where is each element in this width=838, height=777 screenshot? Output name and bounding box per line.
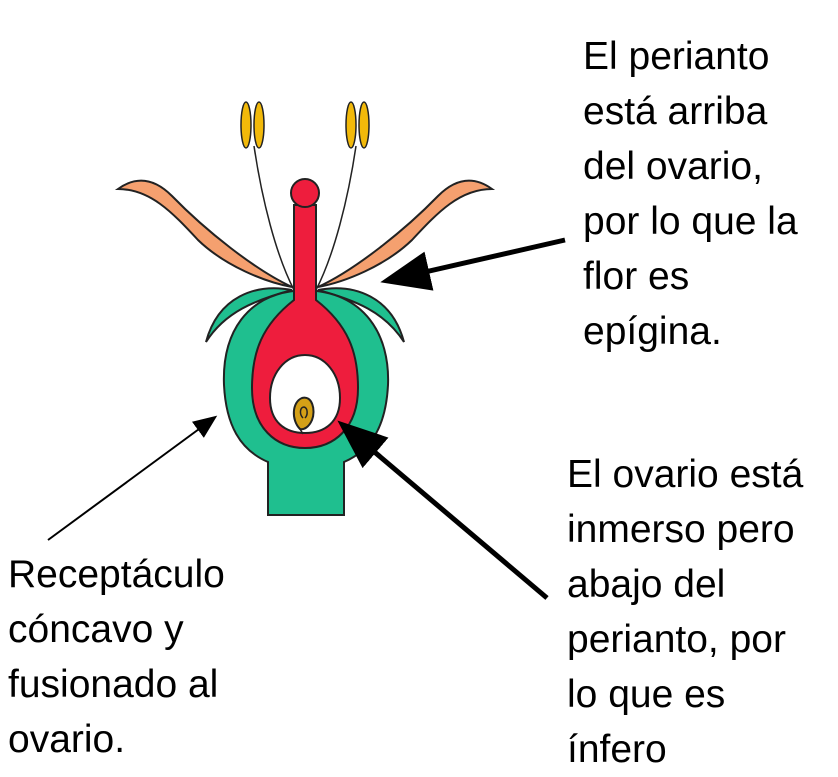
anther-left-b xyxy=(253,101,265,149)
label-line: fusionado al xyxy=(8,663,219,706)
anther-right-b xyxy=(358,101,370,149)
sepal-right xyxy=(317,287,405,343)
label-line: Receptáculo xyxy=(8,553,225,596)
sepal-left xyxy=(205,287,293,343)
label-line: ínfero xyxy=(567,728,667,771)
label-line: flor es xyxy=(583,255,690,298)
label-line: ovario. xyxy=(8,718,126,761)
label-line: por lo que la xyxy=(583,200,798,243)
label-line: abajo del xyxy=(567,563,726,606)
stigma xyxy=(290,178,320,208)
anther-left-a xyxy=(240,101,252,149)
anther-right-a xyxy=(345,101,357,149)
label-receptacle: Receptáculo cóncavo y fusionado al ovari… xyxy=(8,547,225,767)
label-ovary-inferior: El ovario está inmerso pero abajo del pe… xyxy=(567,447,803,777)
label-line: inmerso pero xyxy=(567,508,795,551)
arrow-perianth xyxy=(380,237,566,291)
label-line: perianto, por xyxy=(567,618,786,661)
label-line: epígina. xyxy=(583,310,722,353)
label-line: del ovario, xyxy=(583,145,763,188)
label-line: está arriba xyxy=(583,90,768,133)
arrow-ovary xyxy=(337,420,549,600)
petal-right xyxy=(317,179,496,288)
petal-left xyxy=(114,179,293,288)
label-line: El ovario está xyxy=(567,453,804,496)
filament-right xyxy=(315,145,357,291)
label-line: cóncavo y xyxy=(8,608,184,651)
filament-left xyxy=(253,145,295,291)
ovule xyxy=(292,396,315,431)
ovary-cavity xyxy=(268,353,342,435)
funiculus xyxy=(299,428,304,435)
label-perianth-epigynous: El perianto está arriba del ovario, por … xyxy=(583,29,798,359)
arrow-receptacle xyxy=(47,415,218,541)
ovule-detail xyxy=(299,406,308,419)
label-line: lo que es xyxy=(567,673,726,716)
label-line: El perianto xyxy=(583,35,770,78)
